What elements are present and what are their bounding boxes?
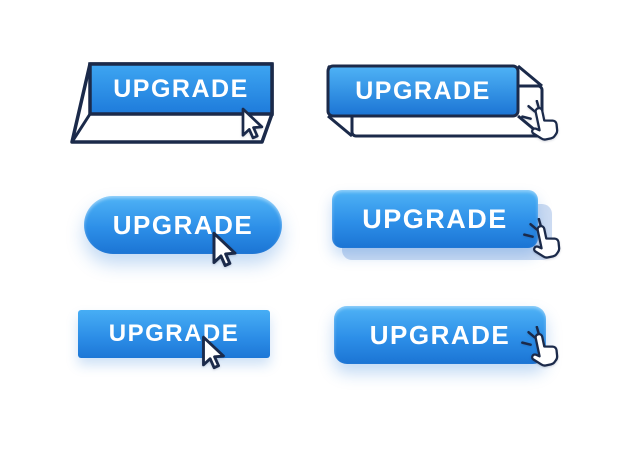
upgrade-button-pill[interactable]: UPGRADE [84,196,282,267]
rounded-rect-shape [334,306,546,364]
upgrade-button-3d-bevel[interactable]: UPGRADE [66,60,278,148]
upgrade-button-label: UPGRADE [113,74,249,103]
arrow-cursor-icon [212,231,237,267]
bevel-3d-shape [70,62,274,144]
upgrade-button-label: UPGRADE [112,209,254,240]
hand-click-cursor-icon [521,326,559,367]
upgrade-button-label: UPGRADE [355,76,491,105]
upgrade-button-label: UPGRADE [369,319,511,350]
hand-click-cursor-icon [523,218,561,259]
hand-click-cursor-icon [521,100,559,141]
upgrade-button-flat[interactable]: UPGRADE [78,310,270,370]
pill-shape [84,196,282,254]
flat-rect-shape [78,310,270,358]
upgrade-button-label: UPGRADE [362,203,508,234]
upgrade-button-raised[interactable]: UPGRADE [332,190,561,262]
upgrade-button-label: UPGRADE [108,320,240,347]
raised-face-shape [332,190,538,248]
upgrade-button-3d-wireframe[interactable]: UPGRADE [322,56,570,156]
upgrade-button-rounded[interactable]: UPGRADE [334,306,559,367]
arrow-cursor-icon [202,335,225,370]
arrow-cursor-icon [241,107,264,140]
